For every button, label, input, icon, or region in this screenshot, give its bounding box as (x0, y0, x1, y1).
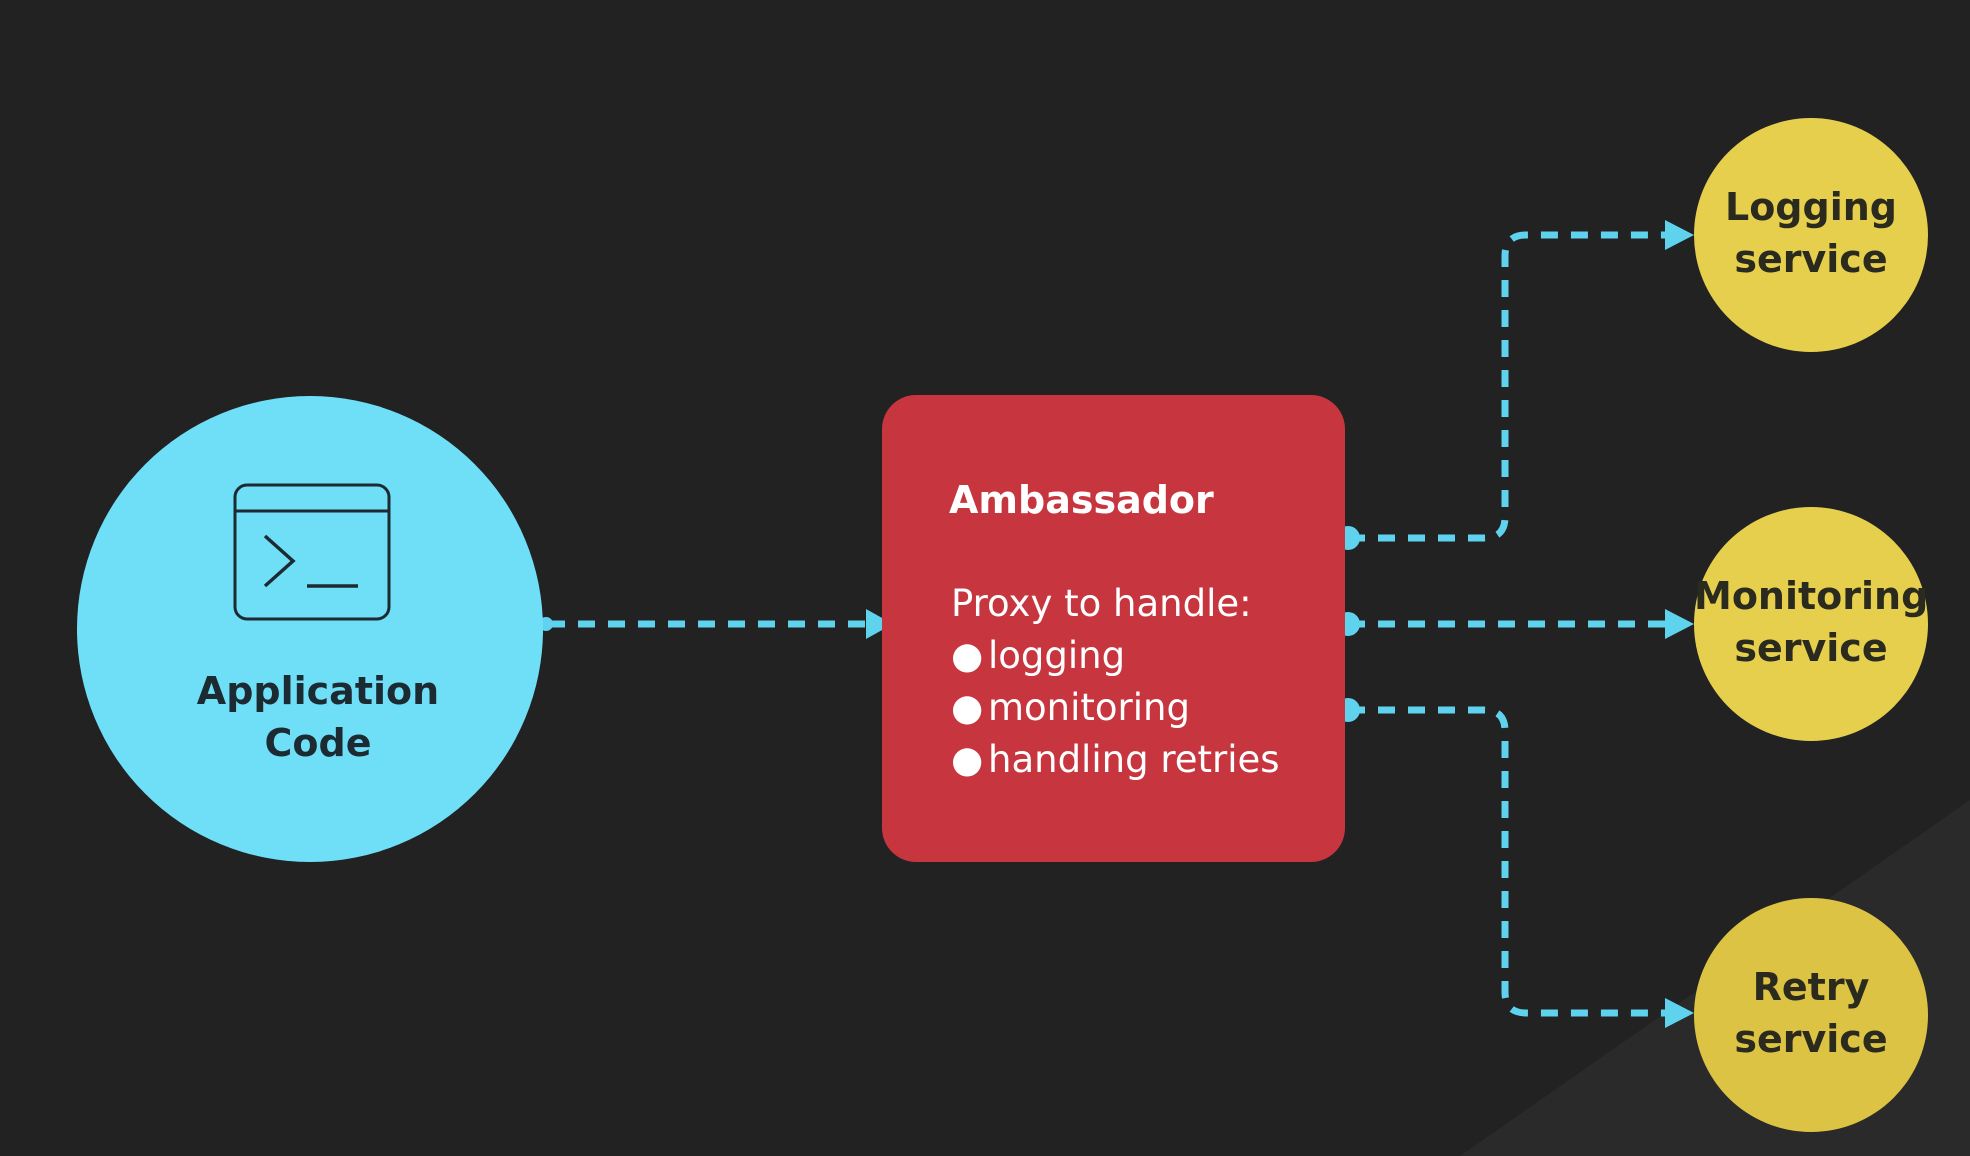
list-item-text: handling retries (988, 738, 1280, 781)
application-code-label: Application Code (150, 665, 486, 769)
list-item: ●logging (951, 634, 1126, 677)
connector-to-logging (1348, 231, 1676, 542)
list-item-text: monitoring (988, 686, 1190, 729)
ambassador-node (882, 395, 1345, 862)
service-label-line-1: Logging (1724, 185, 1897, 229)
service-label: Monitoring service (1694, 570, 1928, 674)
service-label: Logging service (1694, 181, 1928, 285)
list-item: ●handling retries (951, 738, 1280, 781)
ambassador-responsibilities: ●logging ●monitoring ●handling retries (951, 630, 1280, 786)
ambassador-subtitle: Proxy to handle: (951, 582, 1252, 625)
service-label-line-1: Retry (1752, 965, 1870, 1009)
arrowhead-retry (1665, 998, 1694, 1028)
ambassador-title: Ambassador (949, 478, 1214, 522)
connector-to-retry (1348, 706, 1676, 1017)
logging-service-node: Logging service (1694, 118, 1928, 352)
terminal-icon (233, 483, 391, 621)
service-label-line-2: service (1734, 237, 1888, 281)
application-label-line-2: Code (264, 721, 372, 765)
service-label-line-1: Monitoring (1694, 574, 1929, 618)
list-item-text: logging (988, 634, 1126, 677)
service-label: Retry service (1694, 961, 1928, 1065)
list-item: ●monitoring (951, 686, 1190, 729)
service-label-line-2: service (1734, 626, 1888, 670)
retry-service-node: Retry service (1694, 898, 1928, 1132)
arrowhead-ambassador (866, 609, 893, 639)
monitoring-service-node: Monitoring service (1694, 507, 1928, 741)
application-label-line-1: Application (196, 669, 440, 713)
application-code-node (77, 396, 543, 862)
service-label-line-2: service (1734, 1017, 1888, 1061)
arrowhead-logging (1665, 220, 1694, 250)
arrowhead-monitoring (1665, 609, 1694, 639)
